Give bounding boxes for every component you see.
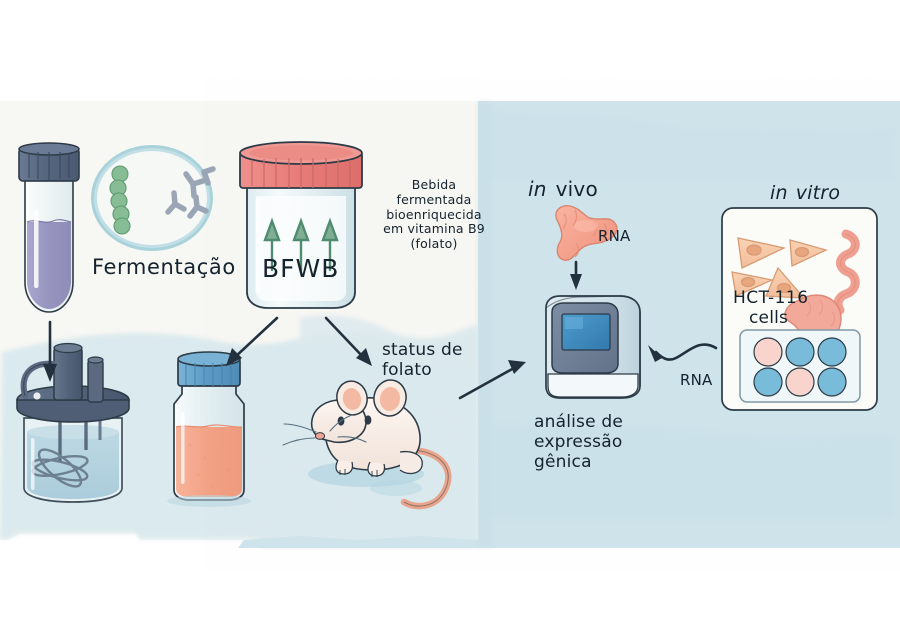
well-r2c1 (753, 367, 783, 397)
vitamin-up-arrows (263, 217, 339, 272)
analyzer-machine-illustration (545, 295, 641, 399)
label-rna-in-vitro: RNA (680, 371, 713, 389)
label-hct116-cells: HCT-116 cells (733, 288, 809, 328)
label-rna-in-vivo: RNA (598, 227, 631, 245)
analise-line-3: gênica (534, 452, 592, 473)
hct-line-2: cells (749, 308, 789, 329)
in-vitro-italic: in (770, 182, 788, 204)
hct-line-1: HCT-116 (733, 288, 809, 308)
in-vitro-card-illustration (721, 207, 878, 411)
arrow-mouse-to-analyzer (458, 360, 526, 400)
y-bacteria (165, 166, 216, 219)
bebida-line-3: bioenriquecida (386, 206, 482, 222)
bebida-line-5: (folato) (410, 236, 458, 251)
well-r2c2 (785, 367, 815, 397)
well-r1c3 (817, 337, 847, 367)
analise-line-1: análise de (534, 412, 624, 432)
in-vivo-word: vivo (555, 177, 598, 201)
falcon-tube-illustration (18, 142, 80, 313)
arrow-rna-vitro-to-analyzer (648, 343, 718, 362)
petri-dish-illustration (91, 145, 216, 251)
bebida-line-2: fermentada (396, 191, 472, 207)
cocci-chain (109, 165, 131, 235)
label-status-folato: status de folato (382, 340, 463, 380)
bebida-line-1: Bebida (411, 177, 457, 192)
bebida-line-4: em vitamina B9 (383, 221, 485, 237)
arrow-rna-vivo-to-analyzer (570, 260, 582, 290)
mouse-illustration (282, 379, 452, 510)
arrow-jar-to-bottle (226, 316, 279, 366)
arrow-jar-to-mouse (324, 316, 372, 366)
in-vitro-word: vitro (795, 182, 841, 204)
well-r2c3 (817, 367, 847, 397)
status-line-1: status de (382, 340, 463, 360)
arrow-tube-to-bioreactor (43, 320, 57, 382)
hct116-cells (731, 237, 828, 299)
bfwb-jar-illustration (239, 141, 363, 309)
in-vivo-italic: in (528, 177, 547, 201)
analise-line-2: expressão (534, 432, 623, 453)
well-r1c1 (753, 337, 783, 367)
well-r1c2 (785, 337, 815, 367)
beverage-bottle-illustration (167, 351, 251, 507)
label-bebida-fermentada: Bebida fermentada bioenriquecida em vita… (374, 177, 494, 252)
status-line-2: folato (382, 360, 432, 381)
label-fermentacao: Fermentação (92, 255, 236, 279)
right-panel-texture (478, 101, 896, 548)
intestine-in-vivo-illustration (555, 205, 618, 261)
bioreactor-illustration (16, 342, 130, 503)
well-plate-illustration (739, 329, 861, 403)
label-analise-expressao-genica: análise de expressão gênica (534, 412, 623, 472)
flow-arrows (43, 260, 718, 400)
label-bfwb: BFWB (262, 254, 340, 283)
